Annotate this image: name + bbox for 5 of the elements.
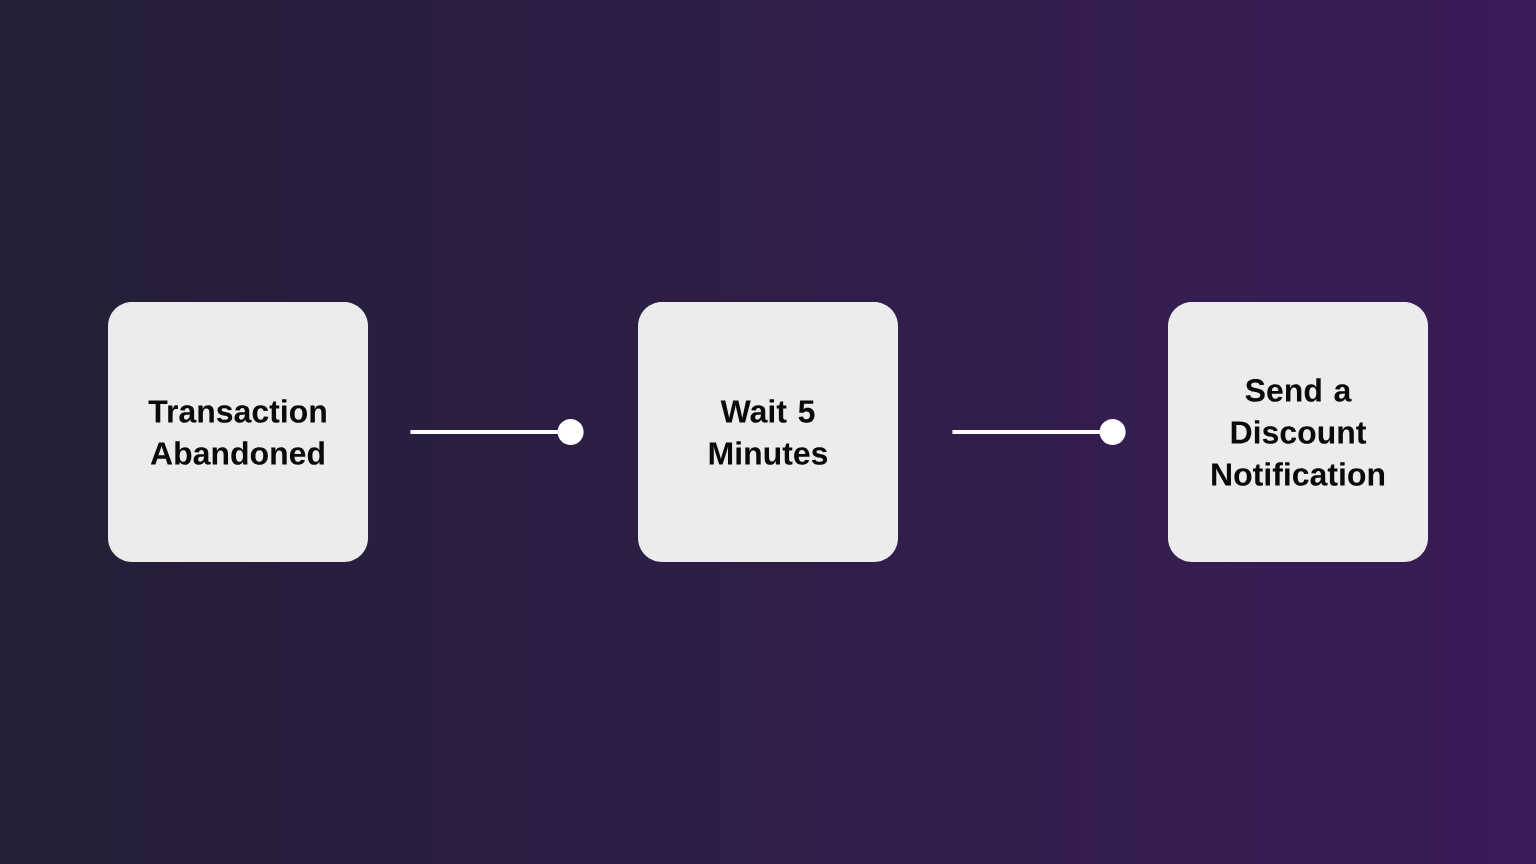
connector bbox=[952, 419, 1126, 445]
process-box: Transaction Abandoned bbox=[108, 302, 368, 562]
process-box: Wait 5 Minutes bbox=[638, 302, 898, 562]
process-box: Send a Discount Notification bbox=[1168, 302, 1428, 562]
connector bbox=[410, 419, 584, 445]
